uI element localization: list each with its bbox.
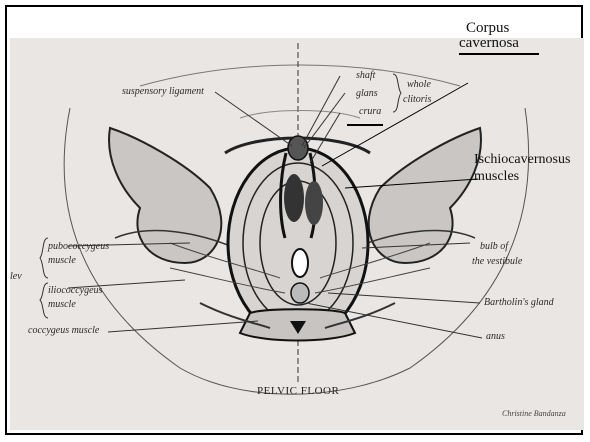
anatomy-illustration: suspensory ligament shaft glans crura wh… (10, 38, 584, 430)
pubococcygeus-label: pubococcygeus (48, 242, 109, 252)
suspensory-ligament-label: suspensory ligament (122, 87, 204, 97)
whole-label: whole (407, 80, 431, 90)
pelvic-floor-drawing (10, 38, 584, 430)
vestibule-label: the vestibule (472, 257, 522, 267)
coccygeus-muscle-label: coccygeus muscle (28, 326, 99, 336)
lev-label: lev (10, 272, 22, 282)
shaft-label: shaft (356, 71, 375, 81)
anus-label: anus (486, 332, 505, 342)
illustrator-signature: Christine Bandanza (502, 409, 566, 418)
bartholins-gland-label: Bartholin's gland (484, 298, 554, 308)
crura-label: crura (359, 107, 381, 117)
crura-underline (347, 124, 383, 126)
glans-label: glans (356, 89, 378, 99)
bulb-label: bulb of (480, 242, 508, 252)
slide-frame: suspensory ligament shaft glans crura wh… (5, 5, 583, 435)
pelvic-floor-caption: PELVIC FLOOR (257, 385, 339, 397)
corpus-label: Corpus (466, 20, 509, 36)
iliococcygeus-muscle-label: muscle (48, 300, 76, 310)
muscles-label: muscles (474, 169, 519, 185)
cavernosa-underline (459, 53, 539, 55)
pubococcygeus-muscle-label: muscle (48, 256, 76, 266)
clitoris-label: clitoris (403, 95, 431, 105)
ischiocavernosus-label: Ischiocavernosus (474, 152, 570, 168)
iliococcygeus-label: iliococcygeus (48, 286, 102, 296)
cavernosa-label: cavernosa (459, 35, 519, 51)
